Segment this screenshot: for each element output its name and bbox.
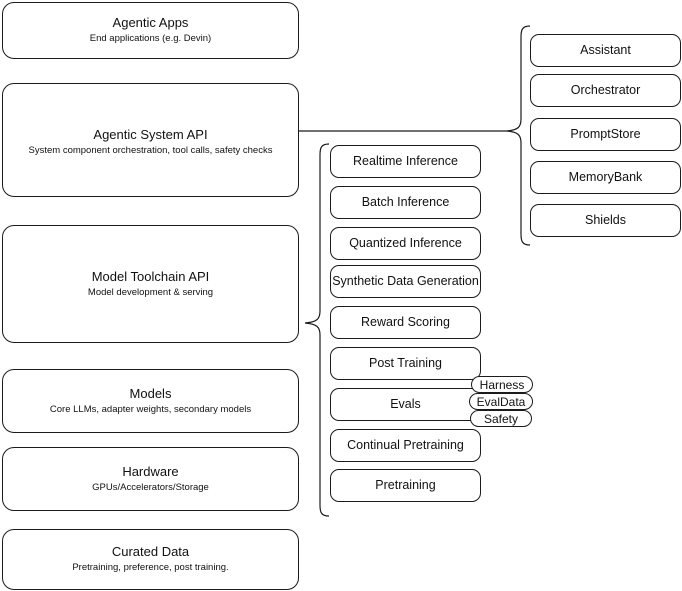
agentic-component-box-orchestrator[interactable]: Orchestrator [530, 74, 681, 107]
agentic-component-label: MemoryBank [568, 170, 643, 184]
capability-box-quantized-inference[interactable]: Quantized Inference [330, 227, 481, 260]
capability-label: Quantized Inference [349, 236, 462, 250]
layer-box-models[interactable]: Models Core LLMs, adapter weights, secon… [2, 369, 299, 433]
agentic-component-box-memorybank[interactable]: MemoryBank [530, 161, 681, 194]
agentic-component-label: Orchestrator [570, 83, 641, 97]
layer-title: Hardware [122, 464, 179, 479]
layer-subtitle: Core LLMs, adapter weights, secondary mo… [49, 404, 252, 415]
evals-pill-harness[interactable]: Harness [471, 376, 533, 393]
layer-title: Agentic System API [93, 127, 208, 142]
layer-title: Agentic Apps [112, 15, 189, 30]
capability-box-continual-pretraining[interactable]: Continual Pretraining [330, 429, 481, 462]
capability-label: Batch Inference [361, 195, 450, 209]
agentic-component-label: PromptStore [570, 127, 641, 141]
connector-agentic-system-api [299, 130, 508, 132]
capability-box-evals[interactable]: Evals [330, 388, 481, 421]
capability-label: Synthetic Data Generation [332, 274, 479, 288]
layer-subtitle: Model development & serving [87, 287, 214, 298]
layer-box-agentic-apps[interactable]: Agentic Apps End applications (e.g. Devi… [2, 2, 299, 59]
capability-label: Continual Pretraining [347, 438, 464, 452]
layer-subtitle: System component orchestration, tool cal… [28, 145, 273, 156]
capability-label: Post Training [369, 356, 442, 370]
capability-label: Pretraining [375, 478, 436, 492]
capability-box-batch-inference[interactable]: Batch Inference [330, 186, 481, 219]
agentic-component-box-shields[interactable]: Shields [530, 204, 681, 237]
layer-box-agentic-system-api[interactable]: Agentic System API System component orch… [2, 83, 299, 197]
agentic-component-label: Shields [585, 213, 626, 227]
layer-box-model-toolchain-api[interactable]: Model Toolchain API Model development & … [2, 225, 299, 343]
capability-box-reward-scoring[interactable]: Reward Scoring [330, 306, 481, 339]
capability-label: Evals [390, 397, 421, 411]
agentic-component-box-assistant[interactable]: Assistant [530, 34, 681, 67]
layer-title: Curated Data [111, 544, 190, 559]
layer-subtitle: End applications (e.g. Devin) [89, 33, 212, 44]
evals-pill-evaldata[interactable]: EvalData [469, 393, 533, 410]
evals-pill-label: EvalData [476, 394, 526, 409]
capability-box-realtime-inference[interactable]: Realtime Inference [330, 145, 481, 178]
capability-box-pretraining[interactable]: Pretraining [330, 469, 481, 502]
brace-toolchain-group [304, 143, 330, 517]
brace-agentic-components-group [506, 25, 531, 246]
layer-subtitle: GPUs/Accelerators/Storage [92, 482, 209, 493]
evals-pill-label: Safety [483, 411, 519, 426]
capability-box-post-training[interactable]: Post Training [330, 347, 481, 380]
layer-subtitle: Pretraining, preference, post training. [72, 562, 229, 573]
capability-label: Reward Scoring [361, 315, 450, 329]
evals-pill-safety[interactable]: Safety [470, 410, 532, 427]
layer-title: Models [129, 386, 172, 401]
evals-pill-label: Harness [479, 377, 525, 392]
capability-box-synthetic-data-generation[interactable]: Synthetic Data Generation [330, 265, 481, 298]
layer-box-curated-data[interactable]: Curated Data Pretraining, preference, po… [2, 529, 299, 590]
capability-label: Realtime Inference [353, 154, 458, 168]
layer-box-hardware[interactable]: Hardware GPUs/Accelerators/Storage [2, 447, 299, 511]
agentic-component-label: Assistant [580, 43, 631, 57]
agentic-component-box-promptstore[interactable]: PromptStore [530, 118, 681, 151]
layer-title: Model Toolchain API [91, 269, 210, 284]
